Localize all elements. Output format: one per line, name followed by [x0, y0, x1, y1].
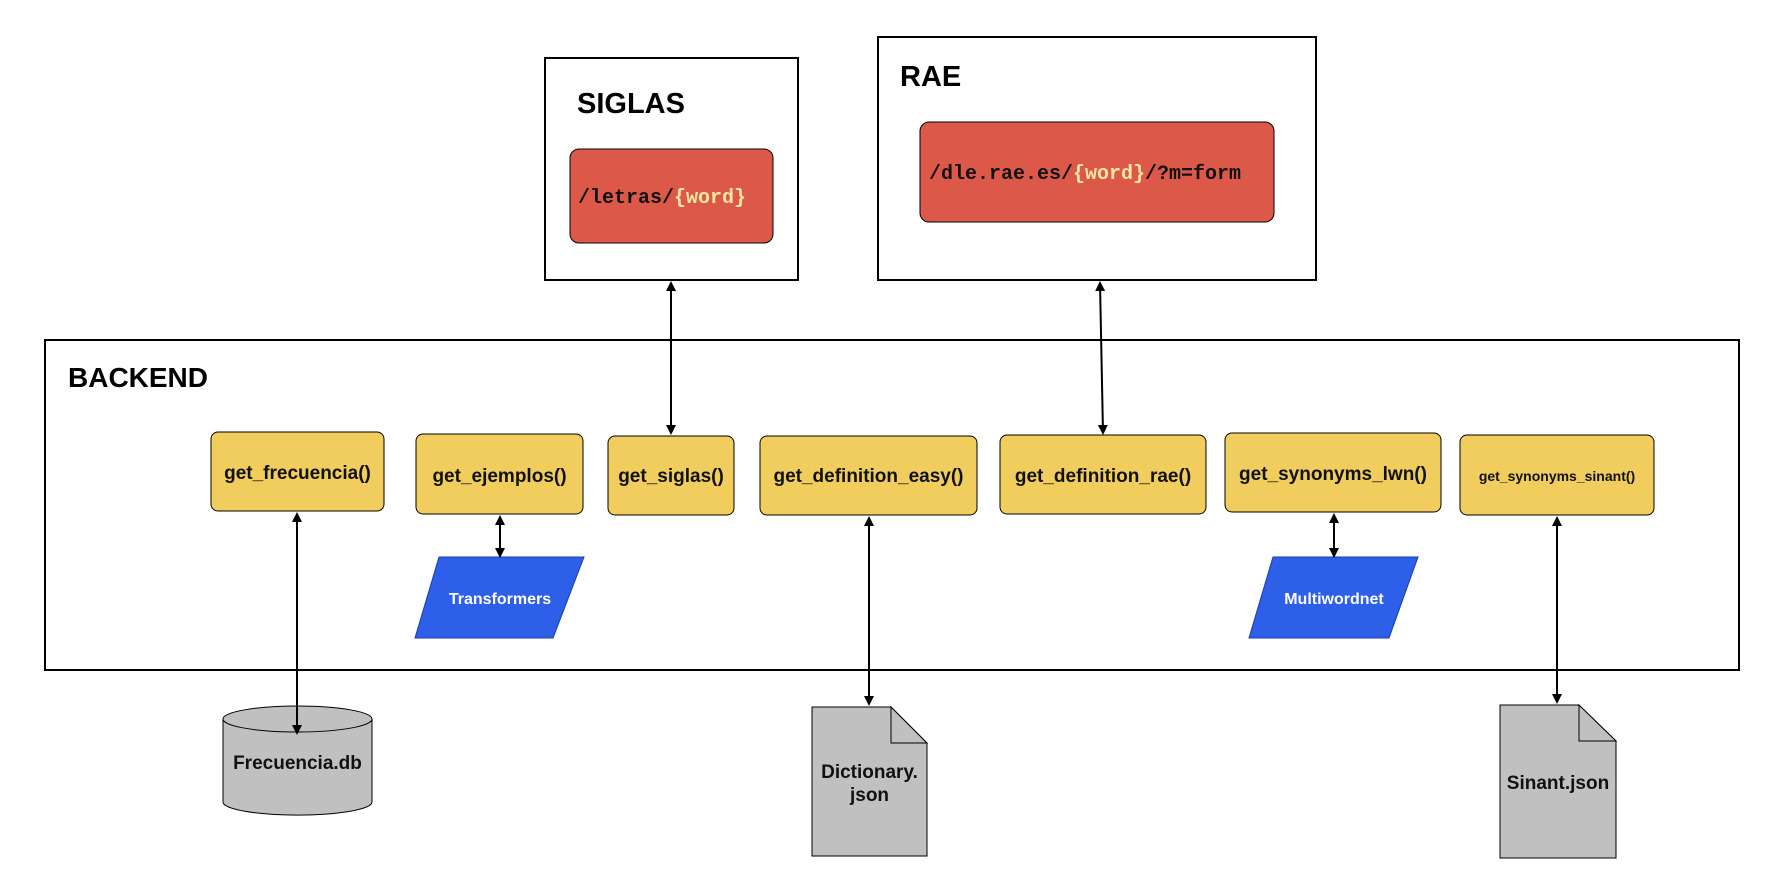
rae-endpoint-param: {word} — [1073, 163, 1145, 186]
backend-title: BACKEND — [68, 362, 208, 393]
siglas-endpoint — [569, 148, 774, 244]
rae-title: RAE — [900, 61, 961, 93]
siglas-endpoint-param: {word} — [674, 187, 746, 210]
siglas-title: SIGLAS — [577, 88, 685, 120]
function-label: get_ejemplos() — [432, 466, 566, 487]
function-get-synonyms-sinant: get_synonyms_sinant() — [1459, 434, 1655, 516]
file-label-line1: Dictionary. — [821, 762, 918, 783]
library-label: Multiwordnet — [1284, 591, 1384, 608]
function-get-definition-easy: get_definition_easy() — [759, 435, 978, 516]
library-label: Transformers — [449, 591, 551, 608]
file-sinant-json: Sinant.json — [1499, 703, 1618, 859]
function-label: get_frecuencia() — [224, 463, 371, 484]
file-label: Sinant.json — [1507, 773, 1609, 794]
connectors — [292, 281, 1562, 735]
function-get-synonyms-lwn: get_synonyms_lwn() — [1224, 432, 1442, 513]
database-frecuencia: Frecuencia.db — [222, 705, 373, 816]
library-multiwordnet: Multiwordnet — [1248, 556, 1419, 639]
file-dictionary-json: Dictionary. json — [811, 705, 929, 857]
rae-endpoint-query: /?m=form — [1145, 163, 1241, 186]
file-label-line2: json — [849, 785, 889, 806]
connector-rae — [1095, 281, 1108, 435]
function-label: get_synonyms_lwn() — [1239, 464, 1427, 485]
function-label: get_synonyms_sinant() — [1479, 468, 1635, 484]
function-label: get_siglas() — [618, 466, 724, 487]
library-transformers: Transformers — [414, 556, 585, 639]
function-label: get_definition_easy() — [773, 466, 963, 487]
rae-endpoint — [919, 121, 1275, 223]
siglas-service-box: SIGLAS /letras/{word} — [544, 57, 799, 281]
siglas-endpoint-path: /letras/ — [578, 187, 674, 210]
function-get-frecuencia: get_frecuencia() — [210, 431, 385, 512]
rae-endpoint-host: /dle.rae.es/ — [929, 163, 1073, 186]
function-get-siglas: get_siglas() — [607, 435, 735, 516]
function-label: get_definition_rae() — [1015, 466, 1191, 487]
rae-service-box: RAE /dle.rae.es/{word}/?m=form — [877, 36, 1317, 281]
database-label: Frecuencia.db — [233, 753, 362, 774]
svg-text:/letras/{word}: /letras/{word} — [578, 187, 746, 210]
function-get-definition-rae: get_definition_rae() — [999, 434, 1207, 515]
function-get-ejemplos: get_ejemplos() — [415, 433, 584, 515]
svg-text:/dle.rae.es/{word}/?m=form: /dle.rae.es/{word}/?m=form — [929, 163, 1241, 186]
